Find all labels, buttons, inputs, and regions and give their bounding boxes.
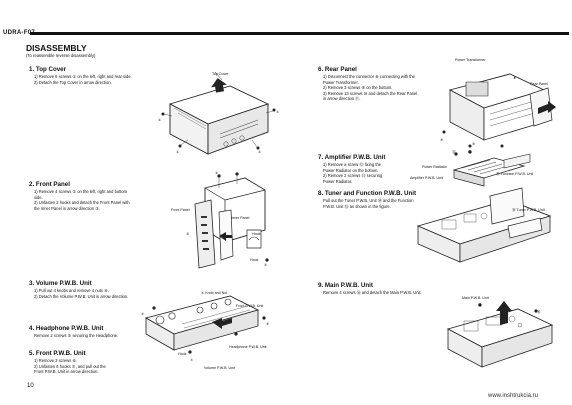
step-text: in arrow direction ⑪. — [323, 96, 361, 102]
page-number: 10 — [27, 383, 34, 389]
step-text: 1) Pull out 4 knobs and remove 4 nuts ④. — [34, 288, 109, 293]
callout-top-cover: Top Cover — [212, 72, 229, 76]
callout-screw-10: ⑩ — [472, 142, 476, 146]
main-pwb-diagram — [440, 301, 560, 375]
callout-function-pwb: ⑮ Function P.W.B. Unit — [496, 172, 534, 176]
model-number: UDRA-F07 — [3, 30, 36, 36]
callout-rear-panel: Rear Panel — [530, 82, 548, 86]
callout-main-pwb: Main P.W.B. Unit — [462, 296, 489, 300]
section-heading-tuner: 8. Tuner and Function P.W.B. Unit — [318, 190, 417, 197]
step-text: Power Transformer. — [323, 79, 359, 85]
step-text: Pull out the Tuner P.W.B. Unit ⑭ and the… — [323, 198, 414, 203]
step-text: 2) Unfasten 2 hooks and detach the Front… — [34, 200, 130, 206]
step-text: 1) Remove 4 screws ② on the left, right … — [34, 189, 128, 194]
callout-hook: Hook — [252, 232, 261, 236]
section-heading-amplifier: 7. Amplifier P.W.B. Unit — [318, 154, 386, 161]
callout-screw-16: ⑯ — [537, 310, 541, 314]
callout-screw-1: ① — [258, 150, 262, 154]
step-text: Remove 2 screws ⑤ securing the Headphone… — [34, 333, 119, 338]
callout-power-transformer: Power Transformer — [455, 58, 486, 62]
step-text: P.W.B. Unit ⑮ as shown in the figure. — [323, 203, 391, 209]
callout-front-pwb: Front P.W.B. Unit — [236, 304, 264, 308]
callout-volume-pwb: Volume P.W.B. Unit — [204, 366, 235, 370]
step-text: Power Radiator on the bottom. — [323, 167, 379, 173]
tuner-diagram — [412, 186, 562, 270]
section-heading-rear-panel: 6. Rear Panel — [318, 66, 357, 73]
callout-tuner-pwb: ⑭ Tuner P.W.B. Unit — [512, 208, 545, 212]
step-text: Power Radiator. — [323, 178, 353, 184]
step-text: 1) Remove a screw ⑫ fixing the — [323, 162, 382, 167]
step-text: Remove 4 screws ⑯ and detach the Main P.… — [323, 290, 422, 295]
header-rule — [30, 32, 569, 35]
callout-screw-9: ⑨ — [440, 138, 444, 142]
callout-screw-1: ① — [276, 110, 280, 114]
callout-screw-1: ① — [176, 150, 180, 154]
front-panel-diagram — [185, 172, 269, 270]
page-title: DISASSEMBLY — [26, 43, 87, 53]
callout-inner-panel: Inner Panel — [231, 216, 250, 220]
callout-hook: Hook — [250, 258, 259, 262]
watermark: www.inshtrukcia.ru — [488, 393, 539, 399]
step-text: 3) Remove 13 screws ⑩ and detach the Rea… — [323, 90, 418, 96]
callout-screw-12: ⑫ — [452, 150, 456, 154]
step-text: 2) Remove 2 screws ⑬ securing — [323, 173, 383, 179]
callout-screw-5: ⑤ — [141, 312, 145, 316]
callout-screw-13: ⑬ — [468, 150, 472, 154]
section-heading-front-panel: 2. Front Panel — [29, 181, 70, 188]
callout-screw-2: ② — [215, 171, 219, 175]
step-text: 2) Detach the Volume P.W.B. Unit in arro… — [34, 293, 129, 299]
step-text: 1) Disconnect the connector ⑧ connecting… — [323, 74, 415, 79]
callout-screw-2: ② — [264, 263, 268, 267]
callout-hook: Hook — [178, 352, 187, 356]
section-heading-main: 9. Main P.W.B. Unit — [318, 282, 373, 289]
step-text: 2) Detach the Top Cover in arrow directi… — [34, 79, 112, 85]
callout-power-radiator: Power Radiator — [422, 165, 447, 169]
step-text: 1) Remove 3 screws ⑥. — [34, 358, 78, 363]
callout-amplifier-pwb: Amplifier P.W.B. Unit — [410, 176, 443, 180]
section-heading-top-cover: 1. Top Cover — [29, 66, 67, 73]
section-heading-headphone: 4. Headphone P.W.B. Unit — [29, 325, 104, 332]
front-pwb-diagram — [140, 288, 266, 354]
section-heading-front-pwb: 5. Front P.W.B. Unit — [29, 350, 86, 357]
step-text: 1) Remove 6 screws ① on the left, right … — [34, 74, 132, 79]
rear-panel-diagram — [442, 60, 556, 148]
section-heading-volume: 3. Volume P.W.B. Unit — [29, 280, 92, 287]
callout-knob-nut: ④ Knob and Nut — [201, 291, 228, 295]
callout-arrow-11: ⑪ — [552, 106, 556, 110]
step-text: 2) Remove 3 screws ⑨ on the bottom. — [323, 85, 393, 91]
callout-screw-1: ① — [158, 118, 162, 122]
callout-screw-16: ⑯ — [478, 303, 482, 307]
step-text: the Inner Panel in arrow direction ③. — [34, 205, 101, 211]
reassembly-note: (To reassemble reverse disassembly) — [26, 53, 96, 58]
callout-connector-8: ⑧ — [513, 76, 517, 80]
top-cover-diagram — [161, 66, 276, 161]
callout-hook-7: ⑦ — [190, 358, 194, 362]
step-text: 2) Unfasten 6 hooks ⑦, and pull out the — [34, 363, 106, 369]
step-text: Front P.W.B. Unit in arrow direction. — [34, 369, 99, 375]
callout-screw-6: ⑥ — [266, 322, 270, 326]
callout-arrow-3: ③ — [186, 232, 190, 236]
callout-front-panel: Front Panel — [171, 208, 190, 212]
amplifier-diagram — [440, 150, 560, 190]
step-text: side. — [34, 194, 43, 200]
callout-headphone-pwb: Headphone P.W.B. Unit — [229, 345, 267, 349]
